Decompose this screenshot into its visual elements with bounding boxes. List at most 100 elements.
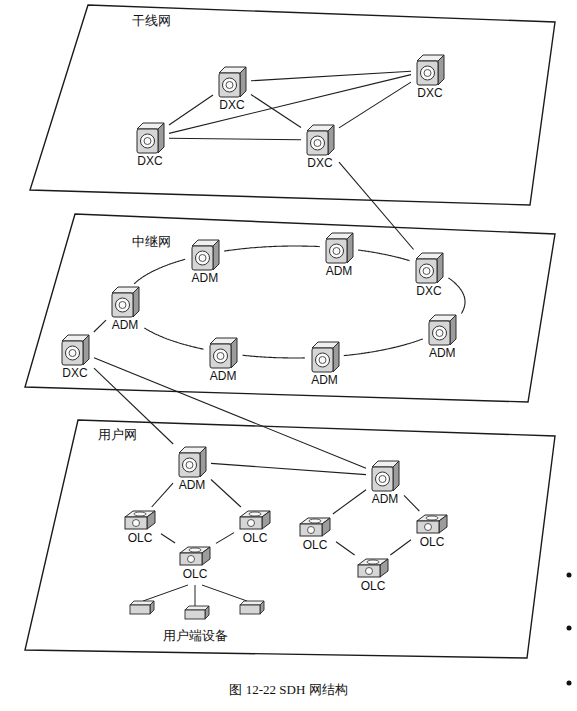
bullet-dot	[567, 681, 572, 686]
plane-title: 中继网	[132, 233, 171, 250]
figure-caption: 图 12-22 SDH 网结构	[229, 682, 347, 697]
link-line	[169, 95, 213, 125]
link-line	[169, 138, 301, 140]
olc-device: OLC	[413, 513, 451, 550]
network-element: DXC	[413, 54, 447, 101]
network-element: ADM	[206, 337, 240, 384]
link-line	[390, 540, 411, 555]
network-element-icon	[415, 54, 445, 86]
olc-icon	[238, 509, 272, 531]
network-element: DXC	[303, 124, 337, 171]
network-element: ADM	[368, 460, 402, 507]
access-line	[143, 585, 188, 601]
device-label: ADM	[112, 318, 139, 333]
device-label: DXC	[416, 284, 441, 299]
link-line	[344, 339, 423, 356]
link-line	[161, 534, 175, 543]
device-label: OLC	[243, 531, 268, 546]
network-element: ADM	[175, 446, 209, 493]
link-line	[211, 463, 366, 474]
network-element: ADM	[188, 239, 222, 286]
network-plane: 干线网 DXC DXC DXC DXC	[25, 2, 560, 210]
network-element: DXC	[133, 122, 167, 169]
user-device	[240, 601, 264, 614]
link-line	[94, 358, 366, 469]
network-element-icon	[324, 232, 354, 264]
network-element: ADM	[322, 232, 356, 279]
olc-device: OLC	[354, 557, 392, 594]
device-group-label: 用户端设备	[163, 628, 228, 643]
network-element-icon	[217, 66, 247, 98]
link-line	[358, 250, 410, 261]
link-line	[243, 355, 305, 358]
network-element-icon	[208, 337, 238, 369]
device-label: ADM	[210, 369, 237, 384]
network-element-icon	[60, 334, 90, 366]
link-line	[134, 259, 185, 284]
device-label: ADM	[326, 264, 353, 279]
link-line	[169, 75, 411, 134]
device-label: OLC	[420, 535, 445, 550]
bullet-dot	[567, 573, 572, 578]
network-element: ADM	[308, 341, 342, 388]
plane-title: 干线网	[132, 12, 171, 29]
network-element-icon	[135, 122, 165, 154]
network-element: DXC	[215, 66, 249, 113]
network-element-icon	[414, 252, 444, 284]
device-label: DXC	[417, 86, 442, 101]
plane-outline	[20, 210, 560, 406]
device-label: DXC	[62, 366, 87, 381]
network-element: DXC	[58, 334, 92, 381]
plane-outline	[20, 416, 560, 662]
device-label: DXC	[137, 154, 162, 169]
olc-icon	[298, 516, 332, 538]
link-line	[94, 368, 173, 444]
user-device	[130, 601, 154, 614]
device-label: ADM	[192, 271, 219, 286]
network-element-icon	[110, 286, 140, 318]
link-line	[339, 82, 411, 128]
device-label: OLC	[303, 538, 328, 553]
plane-outline	[25, 2, 560, 210]
olc-device: OLC	[121, 509, 159, 546]
link-line	[94, 320, 106, 332]
device-label: ADM	[429, 346, 456, 361]
device-label: DXC	[307, 156, 332, 171]
device-label: ADM	[311, 373, 338, 388]
network-element-icon	[370, 460, 400, 492]
link-line	[152, 483, 173, 507]
device-label: ADM	[179, 478, 206, 493]
network-element: ADM	[425, 314, 459, 361]
olc-icon	[415, 513, 449, 535]
network-element: DXC	[412, 252, 446, 299]
network-element-icon	[427, 314, 457, 346]
link-line	[144, 328, 203, 349]
label-holder: 用户端设备	[115, 626, 275, 644]
link-line	[333, 490, 366, 514]
plane-title: 用户网	[98, 426, 137, 443]
olc-icon	[178, 545, 212, 567]
network-element-icon	[177, 446, 207, 478]
access-line	[202, 585, 247, 601]
device-label: DXC	[219, 98, 244, 113]
link-line	[216, 533, 234, 544]
link-line	[448, 278, 465, 314]
access-line	[195, 585, 196, 606]
olc-icon	[356, 557, 390, 579]
link-line	[404, 495, 419, 511]
user-device	[185, 606, 209, 619]
link-line	[251, 71, 411, 81]
caption-holder: 图 12-22 SDH 网结构	[0, 680, 577, 698]
link-line	[336, 542, 355, 555]
olc-icon	[123, 509, 157, 531]
network-plane: 中继网 ADM ADM DXC ADM DXC ADM ADM ADM	[20, 210, 560, 406]
bullet-dot	[567, 626, 572, 631]
device-label: OLC	[128, 531, 153, 546]
link-line	[224, 246, 319, 251]
link-line	[251, 95, 301, 128]
network-element-icon	[310, 341, 340, 373]
device-label: OLC	[183, 567, 208, 582]
network-element-icon	[305, 124, 335, 156]
network-element: ADM	[108, 286, 142, 333]
